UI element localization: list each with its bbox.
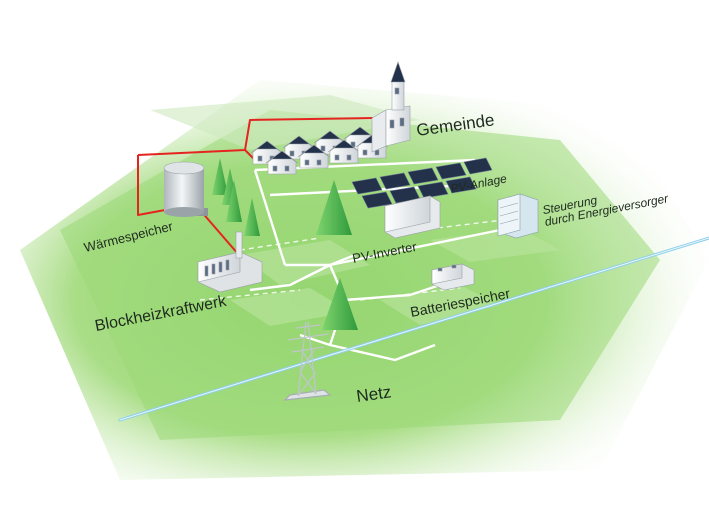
chp-plant xyxy=(197,231,263,293)
battery-storage xyxy=(431,263,475,291)
pv-inverter xyxy=(384,195,441,239)
pv-array xyxy=(351,157,493,209)
grid-line xyxy=(118,236,709,422)
power-pylon xyxy=(283,321,332,401)
control-building xyxy=(497,193,539,239)
heat-storage-tank xyxy=(163,161,208,217)
church xyxy=(371,61,411,153)
trees xyxy=(212,158,358,330)
